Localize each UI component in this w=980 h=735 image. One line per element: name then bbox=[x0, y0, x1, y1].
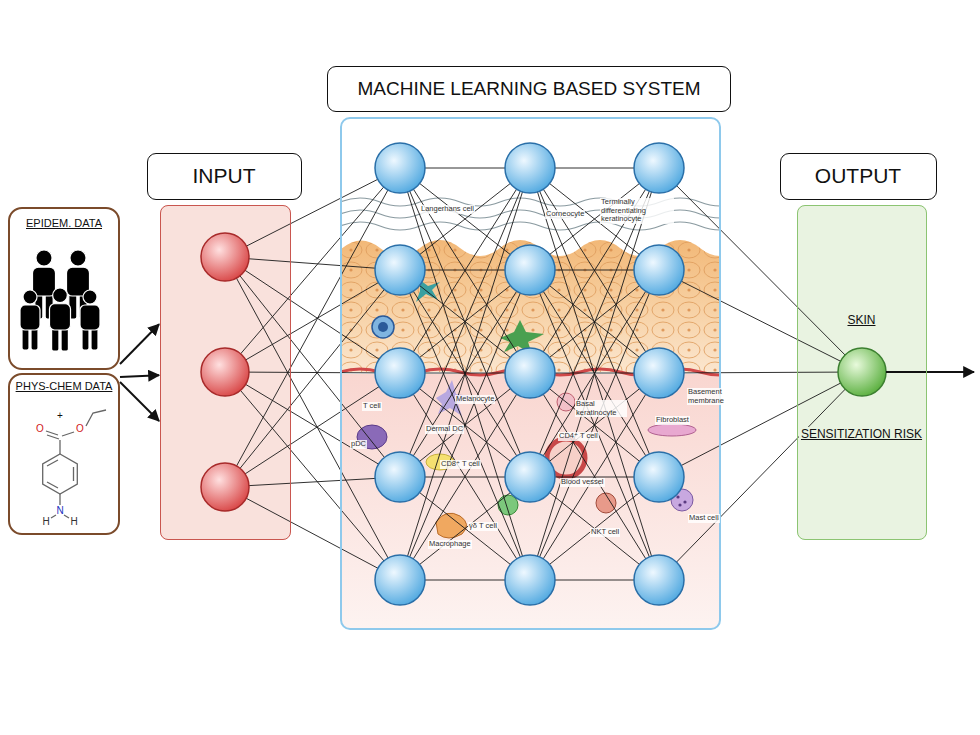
network-link bbox=[659, 372, 862, 580]
network-link bbox=[530, 270, 659, 580]
input-arrow bbox=[120, 382, 159, 421]
cell-label: T cell bbox=[362, 402, 382, 411]
cell-label: Macrophage bbox=[428, 540, 472, 549]
cell-label: Dermal DC bbox=[425, 425, 464, 434]
cell-label: Melanocyte bbox=[455, 395, 495, 404]
network-link bbox=[400, 270, 530, 580]
person-body bbox=[50, 304, 71, 330]
person-figure bbox=[80, 290, 100, 350]
output-label: SKIN bbox=[798, 313, 925, 327]
network-link bbox=[659, 270, 862, 372]
cell-label: Basement membrane bbox=[687, 388, 722, 405]
network-link bbox=[225, 372, 400, 477]
cell-label: Terminally differentiating keratinocyte bbox=[600, 198, 674, 224]
person-head bbox=[53, 288, 68, 303]
network-link bbox=[225, 487, 400, 580]
text-patch: SENSITIZATION RISK bbox=[799, 427, 924, 441]
hidden-neuron bbox=[505, 245, 555, 295]
hidden-neuron bbox=[375, 143, 425, 193]
atom-symbol: + bbox=[55, 410, 65, 422]
cell-label: CD8⁺ T cell bbox=[440, 460, 481, 469]
network-link bbox=[225, 373, 400, 487]
network-link bbox=[530, 270, 659, 580]
hidden-neuron bbox=[505, 348, 555, 398]
hidden-neuron bbox=[505, 143, 555, 193]
hidden-neuron bbox=[375, 245, 425, 295]
cell-label: Basal keratinocyte bbox=[575, 400, 627, 417]
ml-system-panel: MACHINE LEARNING BASED SYSTEM bbox=[340, 117, 721, 630]
person-head bbox=[23, 290, 37, 304]
network-link bbox=[225, 257, 400, 580]
cell-label: CD4⁺ T cell bbox=[558, 432, 599, 441]
skin-illustration bbox=[341, 118, 720, 629]
network-link bbox=[225, 270, 400, 372]
atom-symbol: H bbox=[41, 516, 51, 528]
atom-symbol: N bbox=[55, 505, 65, 517]
hidden-neuron bbox=[634, 143, 684, 193]
input-arrow bbox=[120, 375, 159, 377]
person-body bbox=[80, 305, 100, 330]
person-head bbox=[36, 250, 52, 266]
input-neuron bbox=[201, 463, 249, 511]
output-label: SENSITIZATION RISK bbox=[798, 427, 925, 442]
network-link bbox=[659, 372, 862, 373]
input-neuron bbox=[201, 348, 249, 396]
cell-label: Fibroblast bbox=[655, 416, 690, 425]
molecule-structure bbox=[43, 410, 106, 518]
hidden-neuron bbox=[375, 348, 425, 398]
panel-header: MACHINE LEARNING BASED SYSTEM bbox=[327, 66, 731, 112]
person-body bbox=[33, 267, 56, 296]
source-title: PHYS-CHEM DATA bbox=[10, 380, 118, 393]
cell-label: Mast cell bbox=[688, 514, 720, 523]
person-figure bbox=[50, 288, 71, 351]
text-patch: SKIN bbox=[845, 313, 877, 327]
person-figure bbox=[20, 290, 40, 350]
hidden-neuron bbox=[375, 452, 425, 502]
network-link bbox=[225, 477, 400, 487]
panel-header: OUTPUT bbox=[780, 153, 937, 200]
atom-symbol: O bbox=[75, 423, 85, 435]
input-neuron bbox=[201, 233, 249, 281]
cell-label: γδ T cell bbox=[468, 522, 498, 531]
hidden-neuron bbox=[505, 555, 555, 605]
network-link bbox=[225, 372, 400, 580]
hidden-neuron bbox=[634, 245, 684, 295]
input-panel: INPUT bbox=[160, 205, 291, 540]
output-neuron bbox=[838, 348, 886, 396]
source-title: EPIDEM. DATA bbox=[10, 217, 118, 230]
cell-label: Blood vessel bbox=[560, 478, 605, 487]
cell-label: NKT cell bbox=[590, 528, 620, 537]
network-link bbox=[225, 372, 400, 373]
network-link bbox=[225, 257, 400, 477]
panel-header: INPUT bbox=[147, 153, 302, 200]
hidden-neuron bbox=[634, 348, 684, 398]
output-arrow bbox=[886, 371, 974, 373]
cell-label: Langerhans cell bbox=[420, 205, 475, 214]
cell-label: Corneocyte bbox=[545, 210, 585, 219]
output-panel: OUTPUTSKINSENSITIZATION RISK bbox=[797, 205, 927, 540]
network-link bbox=[225, 257, 400, 373]
input-arrow bbox=[120, 324, 159, 364]
data-source-box: EPIDEM. DATA bbox=[8, 207, 120, 370]
hidden-neuron bbox=[634, 452, 684, 502]
network-link bbox=[225, 257, 400, 270]
person-body bbox=[20, 305, 40, 330]
person-head bbox=[70, 250, 86, 266]
person-head bbox=[83, 290, 97, 304]
cell-label: pDC bbox=[350, 440, 367, 449]
atom-symbol: H bbox=[69, 516, 79, 528]
atom-symbol: O bbox=[35, 423, 45, 435]
network-link bbox=[400, 168, 530, 477]
people-icon bbox=[20, 250, 100, 351]
hidden-neuron bbox=[505, 452, 555, 502]
hidden-neuron bbox=[375, 555, 425, 605]
network-link bbox=[225, 270, 400, 487]
network-link bbox=[225, 168, 400, 487]
data-source-box: PHYS-CHEM DATA bbox=[8, 373, 120, 535]
network-link bbox=[400, 270, 530, 580]
hidden-neuron bbox=[634, 555, 684, 605]
network-link bbox=[400, 168, 530, 477]
